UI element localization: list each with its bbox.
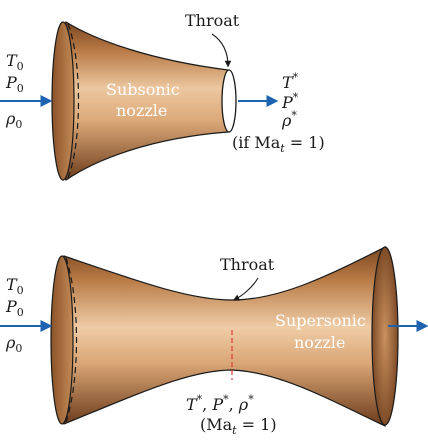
subsonic-condition: (if Mat = 1) — [232, 133, 325, 155]
supersonic-inlet-rho0: ρ0 — [5, 333, 22, 355]
supersonic-nozzle: Throat Supersonic nozzle T0 P0 ρ0 T*, P*… — [0, 246, 428, 437]
subsonic-outlet-Tstar: T* — [282, 71, 299, 92]
subsonic-exit-face — [221, 69, 237, 133]
subsonic-outlet-Pstar: P* — [281, 91, 299, 112]
supersonic-throat-properties: T*, P*, ρ* — [186, 393, 254, 414]
subsonic-throat-label: Throat — [185, 11, 240, 30]
subsonic-nozzle-label-1: Subsonic — [106, 80, 180, 99]
supersonic-throat-condition: (Mat = 1) — [200, 415, 277, 437]
supersonic-inlet-P0: P0 — [5, 297, 24, 319]
subsonic-inlet-rho0: ρ0 — [5, 109, 22, 131]
supersonic-throat-label: Throat — [220, 255, 275, 274]
supersonic-inlet-T0: T0 — [6, 275, 24, 297]
supersonic-nozzle-label-1: Supersonic — [275, 311, 366, 330]
supersonic-throat-leader — [232, 277, 259, 301]
subsonic-inlet-P0: P0 — [5, 73, 24, 95]
subsonic-outlet-rhostar: ρ* — [281, 109, 297, 130]
subsonic-inlet-dashed-edge — [67, 23, 80, 179]
subsonic-throat-leader — [211, 33, 232, 68]
supersonic-inlet-face — [50, 255, 74, 425]
subsonic-nozzle: Throat Subsonic nozzle T0 P0 ρ0 T* P* ρ*… — [0, 11, 325, 181]
subsonic-nozzle-label-2: nozzle — [116, 101, 167, 120]
supersonic-inlet-dashed-edge — [65, 257, 78, 423]
supersonic-outlet-face — [371, 246, 399, 426]
subsonic-inlet-T0: T0 — [6, 51, 24, 73]
supersonic-nozzle-label-2: nozzle — [294, 333, 345, 352]
subsonic-inlet-face — [51, 21, 75, 181]
